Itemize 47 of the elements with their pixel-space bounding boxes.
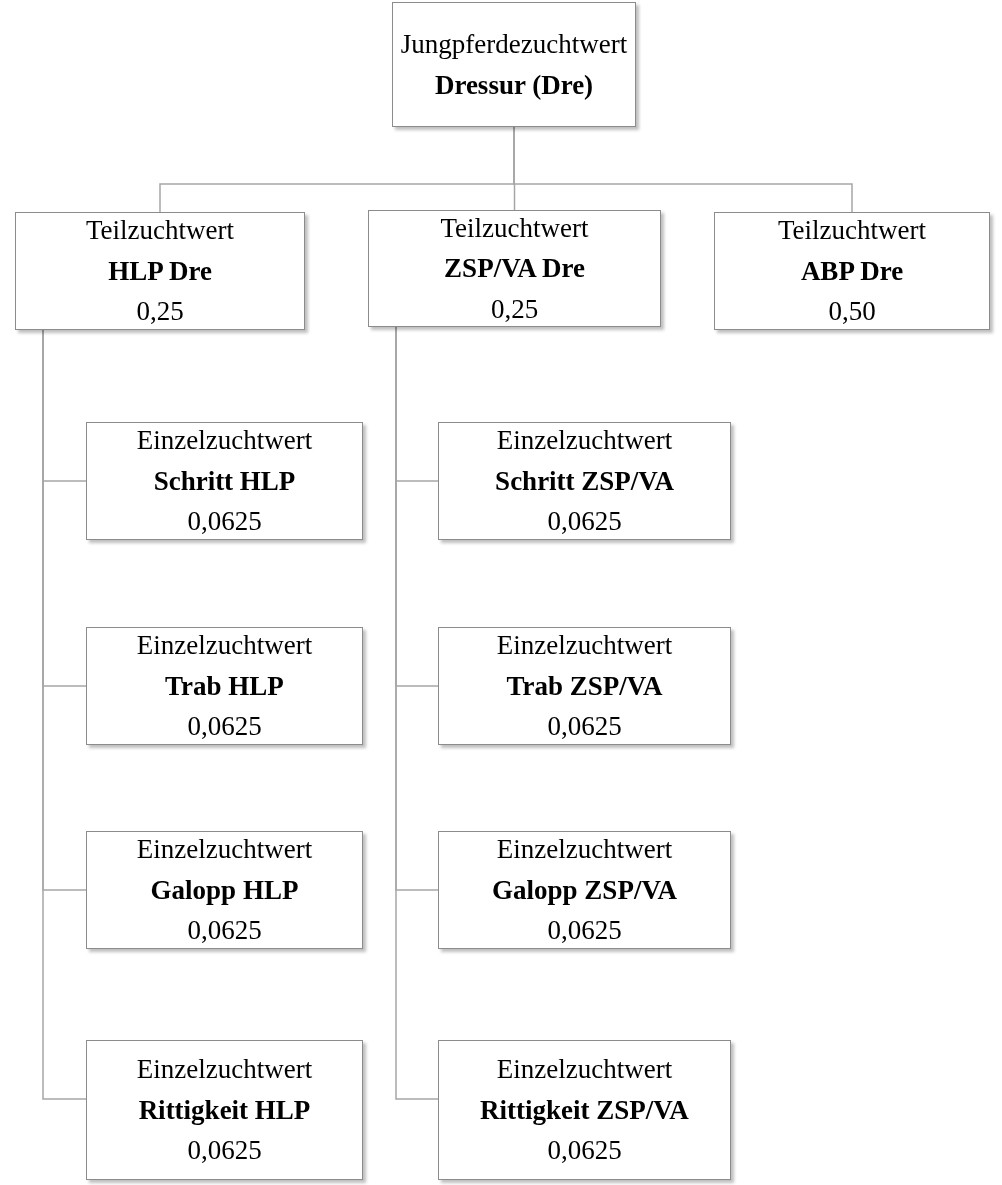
value-box: [714, 212, 990, 330]
value-box: [438, 422, 731, 540]
node-title: Schritt ZSP/VA: [495, 464, 674, 498]
node-title: Trab HLP: [165, 669, 284, 703]
value-box: [438, 1040, 731, 1180]
node-type-label: Einzelzuchtwert: [136, 1053, 313, 1087]
weight-value: 0,25: [136, 295, 184, 329]
node-title: HLP Dre: [108, 254, 212, 288]
node-title: ZSP/VA Dre: [444, 252, 585, 286]
node-title: Rittigkeit ZSP/VA: [480, 1093, 689, 1127]
value-box: [86, 627, 363, 745]
node-type-label: Einzelzuchtwert: [496, 1053, 673, 1087]
node-type-label: Jungpferdezuchtwert: [400, 28, 628, 61]
node-title: Galopp HLP: [150, 873, 299, 907]
node-type-label: Einzelzuchtwert: [136, 833, 313, 867]
value-box: [86, 831, 363, 949]
weight-value: 0,0625: [547, 505, 622, 539]
value-box: [438, 831, 731, 949]
node-type-label: Einzelzuchtwert: [496, 833, 673, 867]
weight-value: 0,0625: [187, 505, 262, 539]
node-type-label: Einzelzuchtwert: [136, 424, 313, 458]
weight-value: 0,0625: [187, 1134, 262, 1168]
root-box: [392, 2, 636, 127]
value-box: [438, 627, 731, 745]
weight-value: 0,0625: [187, 914, 262, 948]
weight-value: 0,50: [828, 295, 876, 329]
node-title: Schritt HLP: [153, 464, 296, 498]
node-type-label: Teilzuchtwert: [440, 211, 589, 245]
node-title: Rittigkeit HLP: [138, 1093, 311, 1127]
weight-value: 0,25: [490, 292, 539, 326]
node-title: ABP Dre: [800, 254, 904, 288]
value-box: [86, 1040, 363, 1180]
weight-value: 0,0625: [187, 710, 262, 744]
node-title: Trab ZSP/VA: [506, 669, 663, 703]
node-title: Dressur (Dre): [434, 68, 594, 102]
weight-value: 0,0625: [547, 914, 622, 948]
node-type-label: Teilzuchtwert: [85, 214, 234, 248]
value-box: [368, 210, 661, 327]
weight-value: 0,0625: [547, 1134, 622, 1168]
value-box: [15, 212, 305, 330]
node-type-label: Teilzuchtwert: [777, 214, 926, 248]
node-type-label: Einzelzuchtwert: [136, 629, 313, 663]
node-type-label: Einzelzuchtwert: [496, 424, 673, 458]
node-type-label: Einzelzuchtwert: [496, 629, 673, 663]
weight-value: 0,0625: [547, 710, 622, 744]
node-title: Galopp ZSP/VA: [492, 873, 677, 907]
value-box: [86, 422, 363, 540]
